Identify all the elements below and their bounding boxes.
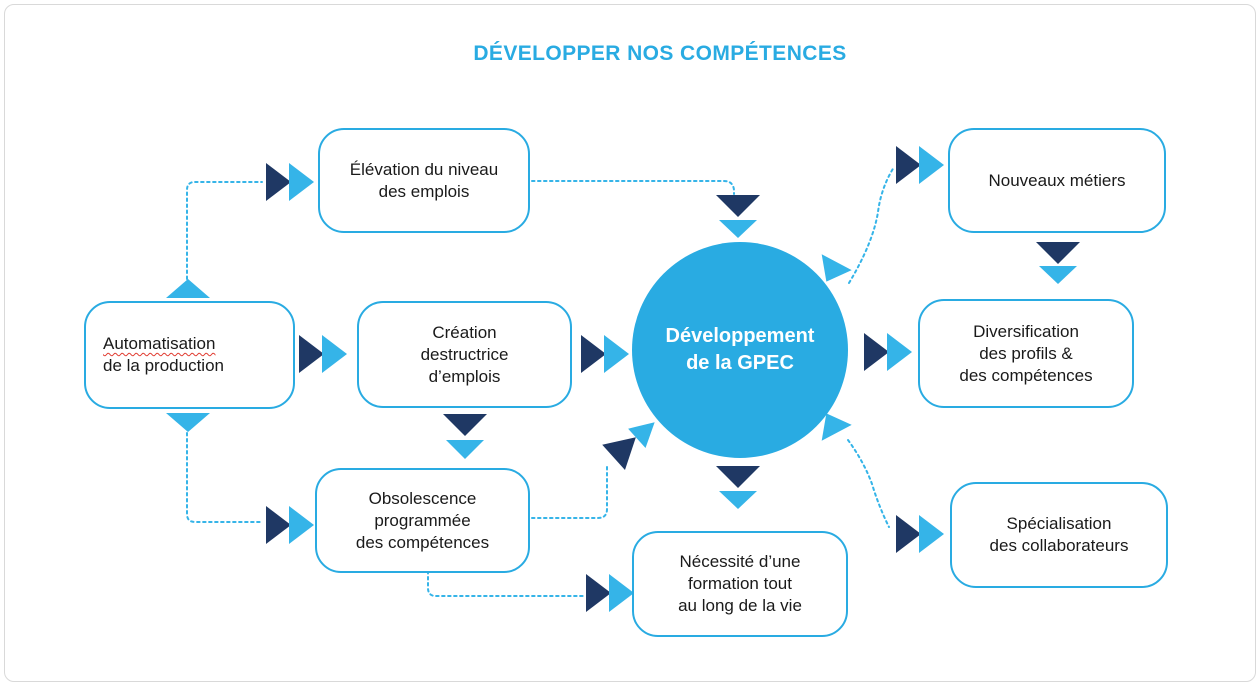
arrow-dark-icon bbox=[581, 335, 606, 373]
page-title: DÉVELOPPER NOS COMPÉTENCES bbox=[473, 42, 847, 65]
node-label-line: de la production bbox=[103, 356, 224, 375]
node-label-line: des compétences bbox=[355, 532, 490, 552]
node-label-line: Automatisation bbox=[103, 334, 216, 353]
node-automatisation: Automatisation de la production bbox=[84, 301, 295, 409]
node-elevation: Élévation du niveau des emplois bbox=[318, 128, 530, 233]
node-label-line: des compétences bbox=[959, 365, 1093, 385]
arrow-light-icon bbox=[719, 220, 757, 238]
arrow-light-icon bbox=[719, 491, 757, 509]
connector-automatisation-obsolescence bbox=[186, 432, 263, 523]
node-label: Diversification des profils & des compét… bbox=[959, 321, 1092, 387]
node-label-line: Création bbox=[432, 322, 497, 342]
node-label-line: destructrice bbox=[420, 344, 509, 364]
node-label-line: de la GPEC bbox=[686, 352, 794, 374]
connector-gpec-nouveaux-metiers bbox=[848, 166, 895, 284]
arrow-light-icon bbox=[322, 335, 347, 373]
arrow-into-necessite bbox=[586, 574, 634, 612]
arrow-into-elevation bbox=[266, 163, 314, 201]
node-label: Création destructrice d’emplois bbox=[421, 322, 509, 388]
connector-obsolescence-necessite bbox=[427, 570, 584, 597]
node-creation: Création destructrice d’emplois bbox=[357, 301, 572, 408]
arrow-dark-icon bbox=[864, 333, 889, 371]
node-label-line: programmée bbox=[374, 510, 471, 530]
arrow-dark-icon bbox=[896, 146, 921, 184]
arrow-dark-icon bbox=[266, 163, 291, 201]
arrow-dark-icon bbox=[716, 195, 760, 217]
node-label: Spécialisation des collaborateurs bbox=[990, 513, 1129, 557]
arrow-light-icon bbox=[887, 333, 912, 371]
arrow-light-icon bbox=[919, 146, 944, 184]
arrow-light-icon bbox=[289, 506, 314, 544]
node-label: Élévation du niveau des emplois bbox=[350, 159, 498, 203]
node-label: Nécessité d’une formation tout au long d… bbox=[678, 551, 802, 617]
arrow-gpec-to-necessite bbox=[716, 466, 760, 509]
connector-elevation-gpec bbox=[531, 180, 735, 195]
node-label-line: Spécialisation bbox=[1006, 514, 1112, 533]
node-label-line: d’emplois bbox=[428, 366, 501, 386]
node-label-line: formation tout bbox=[688, 574, 792, 593]
connector-automatisation-elevation bbox=[186, 181, 263, 280]
arrow-light-icon bbox=[609, 574, 634, 612]
arrow-into-obsolescence bbox=[266, 506, 314, 544]
arrow-dark-icon bbox=[586, 574, 611, 612]
node-label: Obsolescence programmée des compétences bbox=[356, 488, 489, 554]
arrow-elevation-to-gpec bbox=[716, 195, 760, 238]
node-gpec-circle: Développement de la GPEC bbox=[632, 242, 848, 458]
arrow-light-icon bbox=[446, 440, 484, 459]
node-nouveaux-metiers: Nouveaux métiers bbox=[948, 128, 1166, 233]
node-obsolescence: Obsolescence programmée des compétences bbox=[315, 468, 530, 573]
arrowhead-circle-bottomleft-dark-icon bbox=[602, 437, 636, 471]
node-label-line: des profils & bbox=[979, 343, 1073, 363]
node-label-line: Nouveaux métiers bbox=[988, 170, 1126, 190]
node-diversification: Diversification des profils & des compét… bbox=[918, 299, 1134, 408]
node-specialisation: Spécialisation des collaborateurs bbox=[950, 482, 1168, 588]
node-label-line: des emplois bbox=[378, 181, 470, 201]
arrow-down-icon bbox=[166, 413, 210, 432]
node-label: Automatisation de la production bbox=[103, 333, 224, 377]
node-label-line: Nécessité d’une bbox=[679, 552, 801, 571]
arrow-into-nouveaux-metiers bbox=[896, 146, 944, 184]
arrow-into-creation bbox=[299, 335, 347, 373]
node-necessite: Nécessité d’une formation tout au long d… bbox=[632, 531, 848, 637]
arrow-dark-icon bbox=[1036, 242, 1080, 264]
arrow-dark-icon bbox=[266, 506, 291, 544]
arrow-gpec-to-diversification bbox=[864, 333, 912, 371]
arrow-light-icon bbox=[1039, 266, 1077, 284]
arrow-creation-to-obsolescence bbox=[443, 414, 487, 459]
node-label-line: Obsolescence bbox=[368, 488, 477, 508]
arrow-dark-icon bbox=[443, 414, 487, 436]
arrow-up-icon bbox=[166, 279, 210, 298]
node-label-line: Développement bbox=[665, 325, 815, 347]
node-label-line: Élévation du niveau bbox=[349, 159, 499, 179]
arrow-into-specialisation bbox=[896, 515, 944, 553]
arrow-creation-to-gpec bbox=[581, 335, 629, 373]
arrow-nouveaux-to-diversification bbox=[1036, 242, 1080, 284]
connector-gpec-specialisation bbox=[847, 439, 890, 528]
arrow-light-icon bbox=[289, 163, 314, 201]
node-label: Nouveaux métiers bbox=[988, 170, 1125, 192]
arrow-dark-icon bbox=[896, 515, 921, 553]
node-label-line: Diversification bbox=[973, 321, 1079, 341]
arrow-light-icon bbox=[604, 335, 629, 373]
connector-obsolescence-gpec bbox=[531, 465, 608, 519]
arrow-dark-icon bbox=[716, 466, 760, 488]
arrow-dark-icon bbox=[299, 335, 324, 373]
node-label-line: au long de la vie bbox=[678, 596, 802, 615]
arrow-light-icon bbox=[919, 515, 944, 553]
node-label-line: des collaborateurs bbox=[989, 536, 1129, 555]
